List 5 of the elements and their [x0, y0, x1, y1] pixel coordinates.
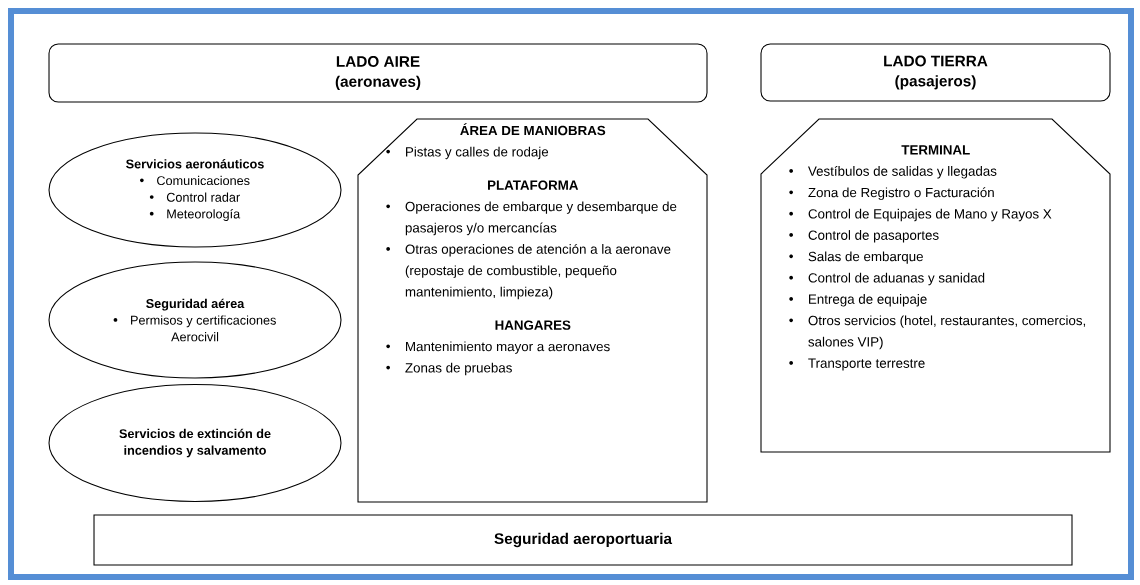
area-panel: ÁREA DE MANIOBRAS Pistas y calles de rodaje PLATAFORMA Operaciones de embarque y desembarque de pasajeros y/o mercancías Otras operaciones de atención a la aeronave (repostaje de combustible, pequeño mantenimiento, limpieza) HANGARES Mantenimiento mayor a aeronaves Zonas de pruebas — [357, 118, 708, 503]
header-box: LADO AIRE (aeronaves) — [48, 43, 708, 103]
terminal-panel: TERMINAL Vestíbulos de salidas y llegadas Zona de Registro o Facturación Control de Equipajes de Mano y Rayos X Control de pasaportes Salas de embarque Control de aduanas y sanidad Entrega de equipaje Otros servicios (hotel, restaurantes, comercios, salones VIP) Transporte terrestre — [760, 118, 1111, 453]
security-bar: Seguridad aeroportuaria — [93, 514, 1073, 566]
header-box: LADO TIERRA (pasajeros) — [760, 43, 1111, 102]
